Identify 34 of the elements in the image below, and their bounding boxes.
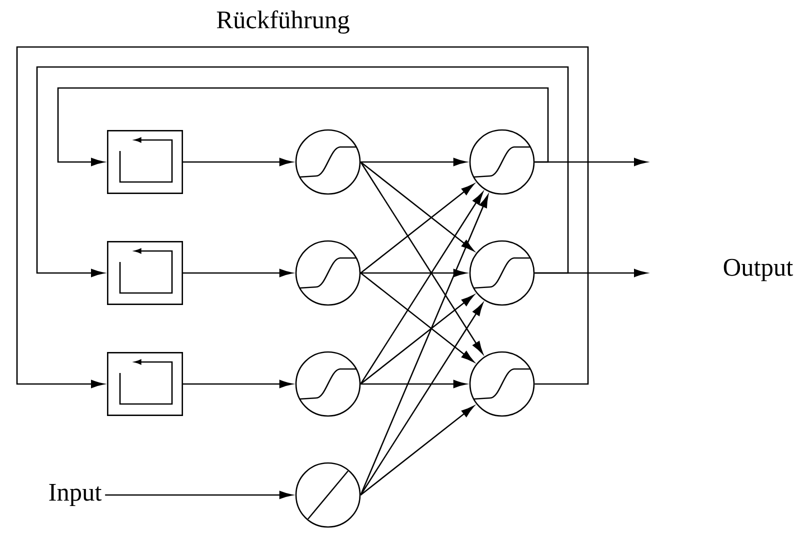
arrow (360, 194, 488, 496)
arrow (360, 192, 484, 384)
arrow (16, 46, 589, 388)
title: Rückführung (216, 10, 350, 34)
arrow (57, 87, 549, 166)
arrow (360, 269, 466, 277)
context-box (107, 130, 183, 194)
neuron-circle (469, 129, 535, 195)
neuron-circle (295, 240, 361, 306)
arrow (360, 294, 474, 385)
arrow (360, 272, 474, 362)
arrow (183, 269, 292, 277)
arrow (360, 303, 484, 496)
neuron-circle (469, 351, 535, 417)
context-box (107, 241, 183, 305)
output-label: Output (724, 258, 794, 282)
arrow (360, 380, 466, 388)
arrow (360, 158, 466, 166)
arrow (183, 158, 292, 166)
arrow (105, 491, 292, 499)
arrow (534, 269, 647, 277)
arrow (360, 162, 484, 354)
neuron-circle (295, 129, 361, 195)
arrow (534, 158, 647, 166)
arrow (360, 406, 474, 496)
input-label: Input (49, 484, 102, 506)
context-box (107, 352, 183, 416)
neuron-circle (295, 462, 361, 528)
neuron-circle (295, 351, 361, 417)
arrow (360, 184, 474, 274)
neuron-circle (469, 240, 535, 306)
arrow (36, 66, 569, 277)
arrow (183, 380, 292, 388)
arrow (360, 161, 474, 252)
